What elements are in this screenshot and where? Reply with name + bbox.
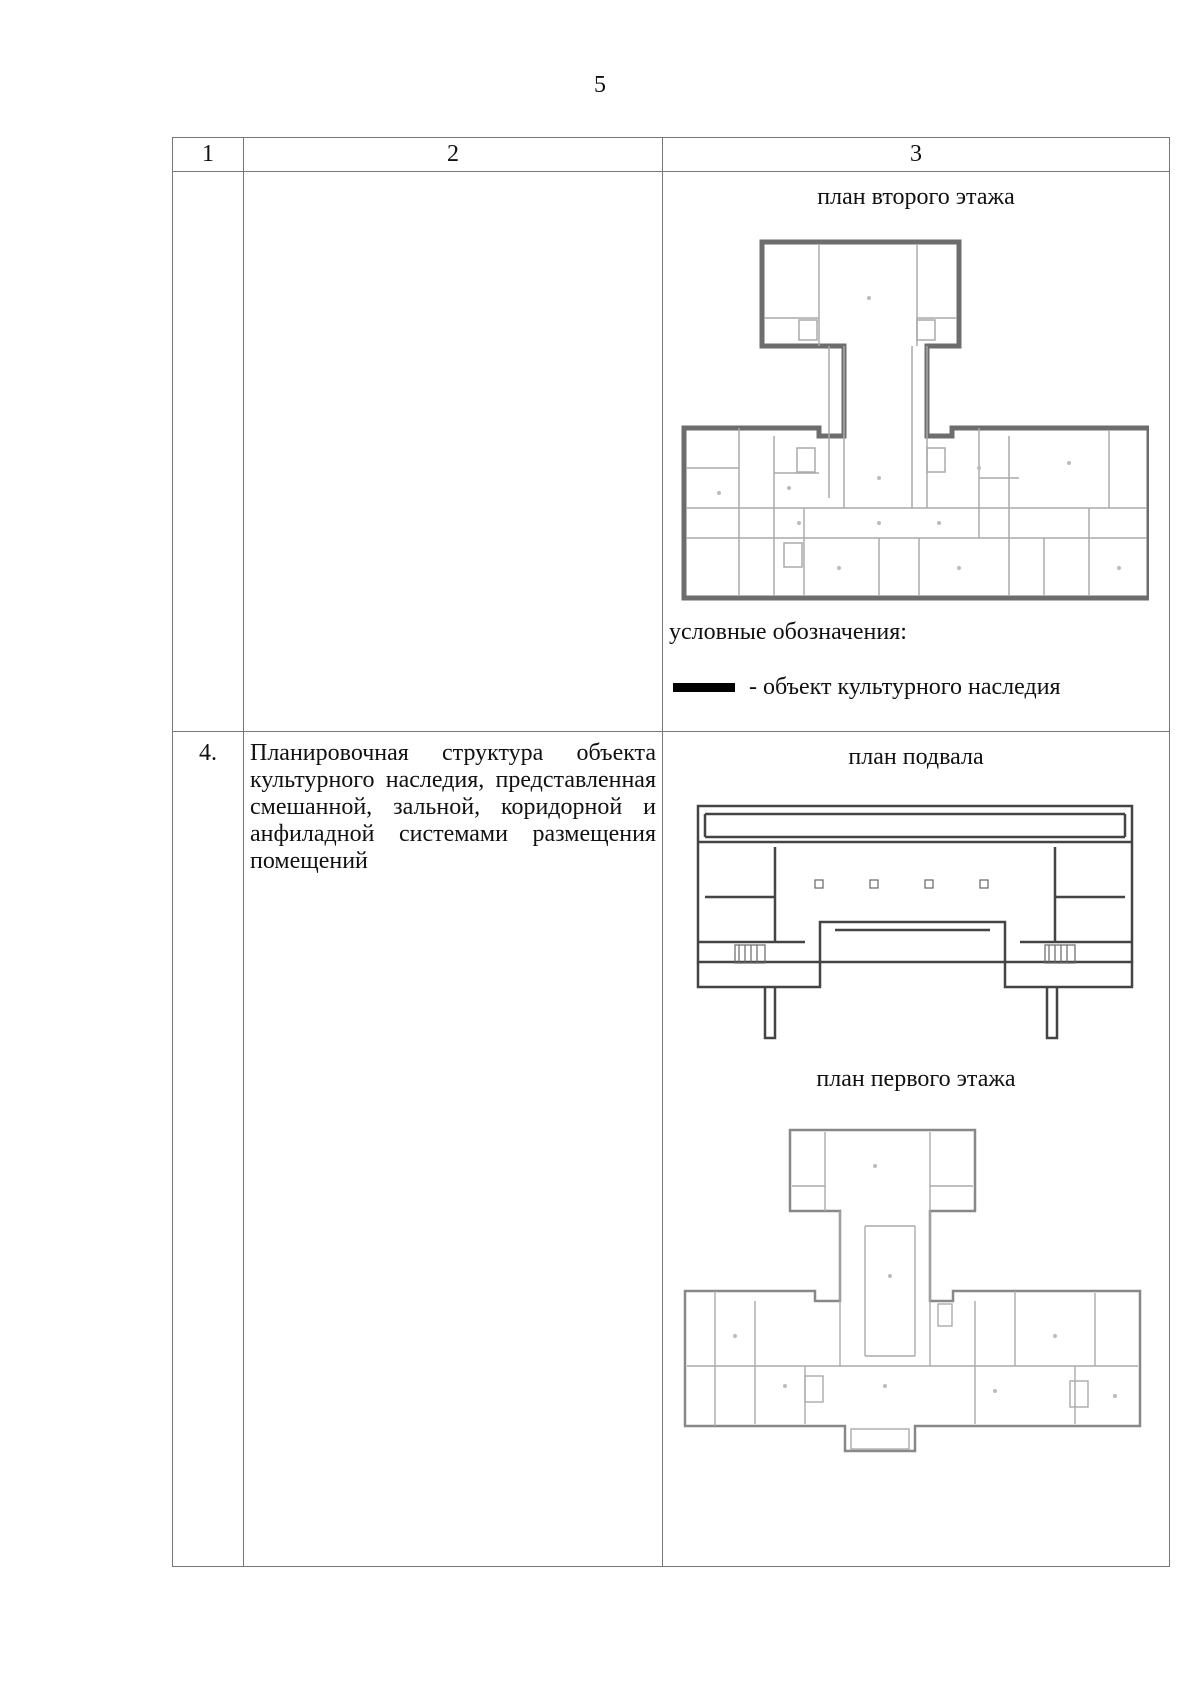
plan-title-basement: план подвала [848,744,984,770]
page-number: 5 [594,72,606,98]
plan-title-second-floor: план второго этажа [817,184,1015,210]
row-description-cell [243,171,663,732]
plan-title-first-floor: план первого этажа [816,1066,1016,1092]
table-header-row: 1 2 3 [172,137,1170,172]
legend-item-label: - объект культурного наследия [749,674,1061,700]
row-number-cell: 4. [172,731,244,1567]
first-floor-plan-drawing [683,1128,1142,1453]
header-col-1: 1 [172,137,244,172]
table-row: план второго этажа [172,171,1170,732]
row-description-cell: Планировочная структура объекта культурн… [243,731,663,1567]
header-col-3: 3 [662,137,1170,172]
legend-title: условные обозначения: [669,619,907,645]
legend-item: - объект культурного наследия [673,674,1061,701]
row-plan-cell: план второго этажа [662,171,1170,732]
row-number-cell [172,171,244,732]
basement-plan-drawing [696,804,1134,1040]
second-floor-plan-drawing [681,239,1149,601]
table-row: 4. Планировочная структура объекта культ… [172,731,1170,1567]
header-col-2: 2 [243,137,663,172]
row-plan-cell: план подвала [662,731,1170,1567]
legend-black-bar-icon [673,683,735,692]
heritage-table: 1 2 3 план второго этажа [172,137,1170,1567]
